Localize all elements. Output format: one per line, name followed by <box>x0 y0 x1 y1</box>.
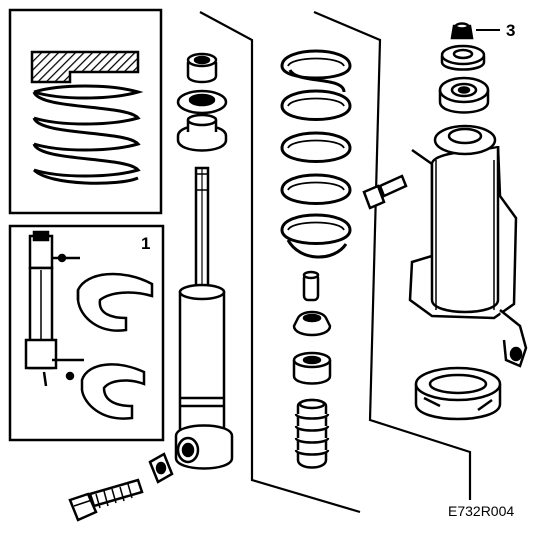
shock-absorber-stack <box>148 52 234 484</box>
upper-compressor-jaw <box>76 272 154 332</box>
figure-code: E732R004 <box>448 503 514 519</box>
lower-bush-icon <box>176 113 228 152</box>
assembly-bracket-lines <box>199 10 472 514</box>
callout-3-group: 3 <box>476 21 515 40</box>
spring-seat-small-icon <box>292 310 332 337</box>
mount-plate-icon <box>148 452 174 484</box>
coil-spring-icon <box>280 49 352 259</box>
bump-stop-stack <box>292 270 332 469</box>
shock-absorber-icon <box>174 166 234 470</box>
spring-detail-panel <box>8 8 163 215</box>
strut-bolt-icon <box>362 174 408 210</box>
top-mount-stack <box>438 22 490 114</box>
callout-1: 1 <box>141 234 150 253</box>
spring-detail-icon <box>30 50 144 185</box>
strut-housing-icon <box>408 124 528 368</box>
upper-bush-icon <box>186 52 218 84</box>
spring-seat-icon <box>414 366 502 421</box>
buffer-icon <box>292 351 332 385</box>
spring-compressor-panel: 1 <box>8 224 165 442</box>
sleeve-icon <box>302 270 320 302</box>
strut-top-mount-icon <box>438 76 490 114</box>
nut-icon <box>450 22 474 40</box>
callout-3: 3 <box>506 21 515 40</box>
lower-compressor-jaw <box>80 363 146 420</box>
shock-washer-icon <box>176 89 228 115</box>
bolt-icon <box>68 478 144 522</box>
spring-compressor-tool-icon <box>24 230 84 387</box>
upper-washer-icon <box>440 44 486 71</box>
bump-stop-icon <box>294 398 330 469</box>
